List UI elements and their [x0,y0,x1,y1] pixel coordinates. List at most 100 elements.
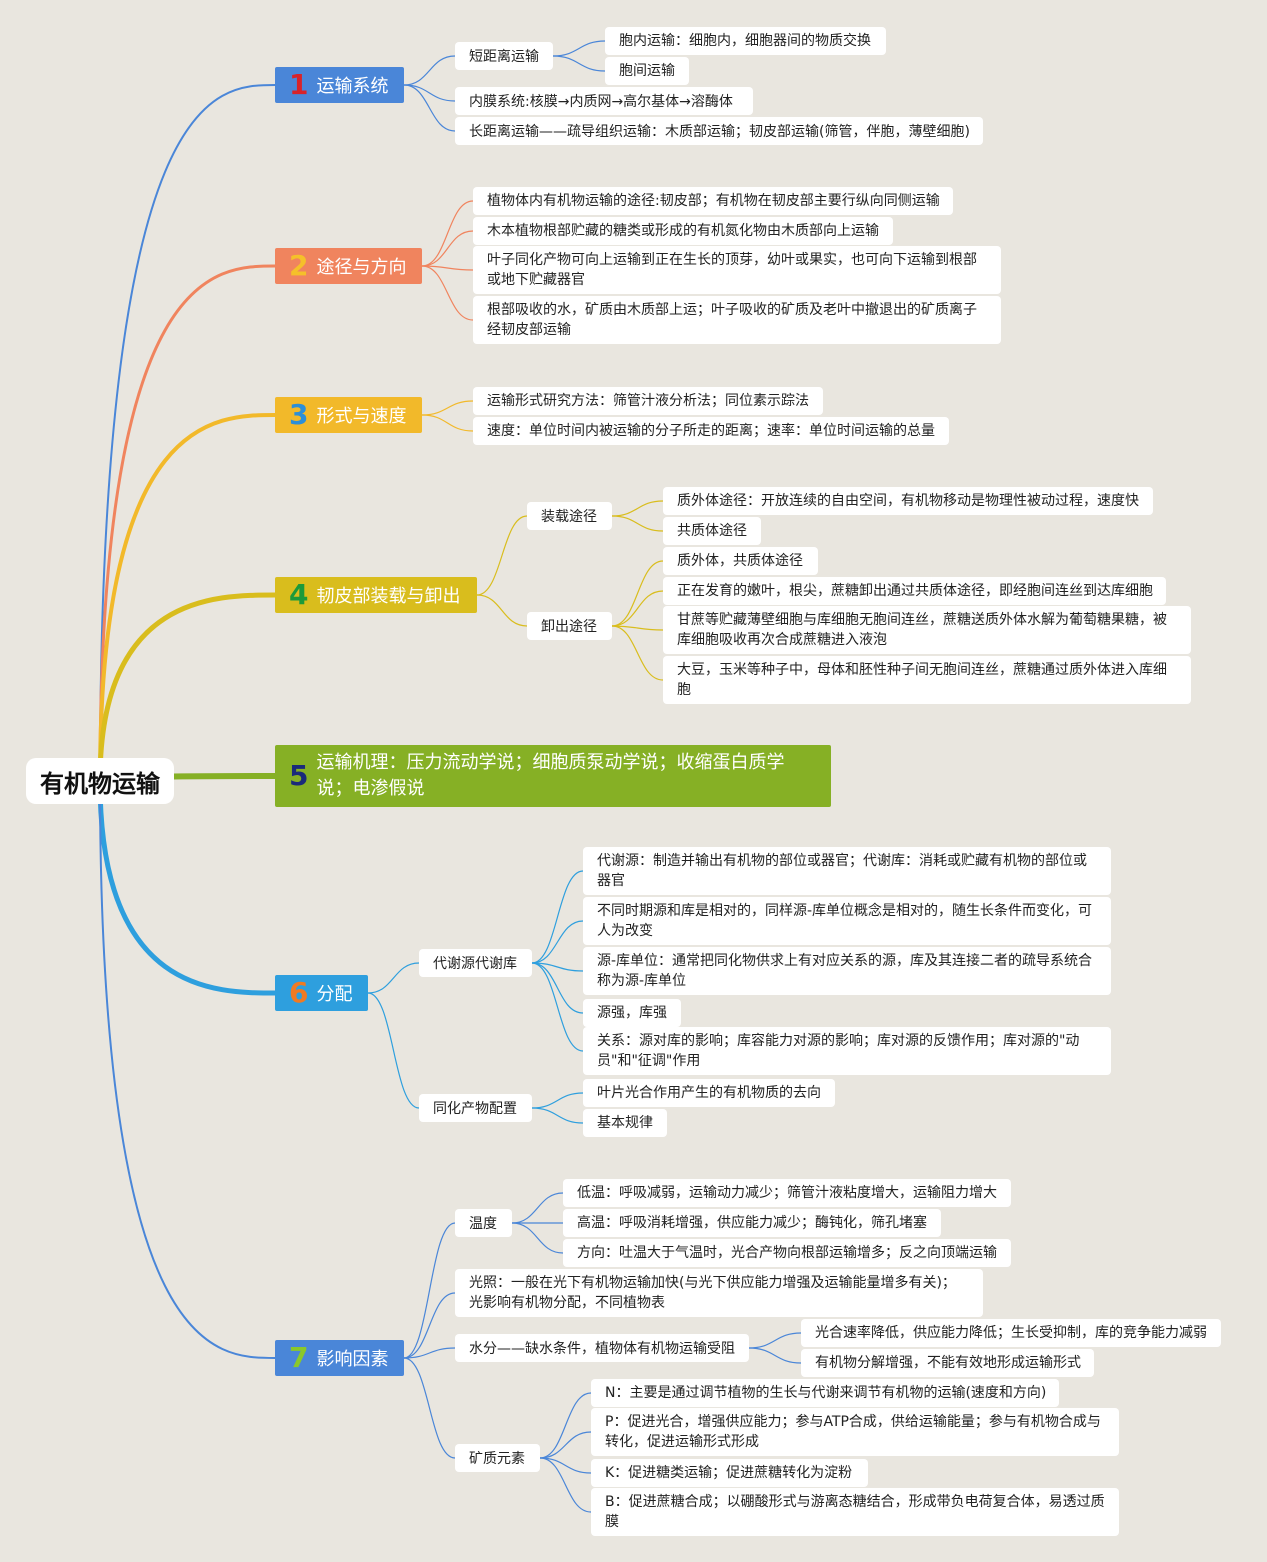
sub-long-distance[interactable]: 长距离运输——疏导组织运输：木质部运输；韧皮部运输(筛管，伴胞，薄壁细胞) [455,117,983,145]
leaf-item[interactable]: P：促进光合，增强供应能力；参与ATP合成，供给运输能量；参与有机物合成与转化，… [591,1408,1119,1456]
branch-number: 6 [289,976,309,1009]
branch-number: 1 [289,68,309,101]
connector-line [421,414,474,432]
connector-line [421,230,474,267]
connector-line [403,1357,456,1459]
root-connector [97,592,276,782]
connector-line [476,594,528,627]
leaf-item[interactable]: 质外体，共质体途径 [663,547,818,575]
connector-line [531,1107,584,1124]
branch-transport-system[interactable]: 1 运输系统 [275,67,404,103]
leaf-item[interactable]: 正在发育的嫩叶，根尖，蔗糖卸出通过共质体途径，即经胞间连丝到达库细胞 [663,577,1166,605]
leaf-item[interactable]: 低温：呼吸减弱，运输动力减少；筛管汁液粘度增大，运输阻力增大 [563,1179,1011,1207]
leaf-item[interactable]: 胞间运输 [605,57,689,85]
sub-water[interactable]: 水分——缺水条件，植物体有机物运输受阻 [455,1334,749,1362]
leaf-item[interactable]: 运输形式研究方法：筛管汁液分析法；同位素示踪法 [473,387,823,415]
connector-line [552,40,606,57]
sub-short-distance[interactable]: 短距离运输 [455,42,553,70]
connector-line [748,1332,802,1349]
branch-label: 分配 [316,984,353,1005]
connector-line [531,1092,584,1109]
sub-assimilate-allocation[interactable]: 同化产物配置 [419,1094,532,1122]
connector-line [403,84,456,132]
connector-line [403,55,456,86]
sub-loading-path[interactable]: 装载途径 [527,502,612,530]
sub-light[interactable]: 光照：一般在光下有机物运输加快(与光下供应能力增强及运输能量增多有关)；光影响有… [455,1269,983,1317]
connector-line [511,1192,564,1224]
connector-line [531,870,584,964]
sub-source-sink[interactable]: 代谢源代谢库 [419,949,532,977]
branch-label: 运输系统 [316,76,389,97]
connector-line [611,625,664,681]
leaf-item[interactable]: 方向：吐温大于气温时，光合产物向根部运输增多；反之向顶端运输 [563,1239,1011,1267]
branch-transport-mechanism[interactable]: 5 运输机理：压力流动学说；细胞质泵动学说；收缩蛋白质学说；电渗假说 [275,745,831,807]
branch-distribution[interactable]: 6 分配 [275,975,368,1011]
connector-line [367,992,420,1109]
connector-line [421,200,474,267]
root-connector [97,780,276,996]
leaf-item[interactable]: 甘蔗等贮藏薄壁细胞与库细胞无胞间连丝，蔗糖送质外体水解为葡萄糖果糖，被库细胞吸收… [663,606,1191,654]
connector-line [531,962,584,1052]
connector-line [421,265,474,271]
branch-phloem-loading[interactable]: 4 韧皮部装载与卸出 [275,577,477,613]
leaf-item[interactable]: 代谢源：制造并输出有机物的部位或器官；代谢库：消耗或贮藏有机物的部位或器官 [583,847,1111,895]
branch-label: 途径与方向 [316,257,407,278]
sub-endomembrane[interactable]: 内膜系统:核膜→内质网→高尔基体→溶酶体 [455,87,753,115]
branch-number: 3 [289,398,309,431]
leaf-item[interactable]: 基本规律 [583,1109,667,1137]
leaf-item[interactable]: 共质体途径 [663,517,761,545]
branch-number: 7 [289,1341,309,1374]
root-connector [98,264,276,782]
leaf-item[interactable]: 叶子同化产物可向上运输到正在生长的顶芽，幼叶或果实，也可向下运输到根部或地下贮藏… [473,246,1001,294]
connector-line [421,265,474,321]
sub-mineral-elements[interactable]: 矿质元素 [455,1444,540,1472]
connector-line [421,400,474,416]
leaf-item[interactable]: 源-库单位：通常把同化物供求上有对应关系的源，库及其连接二者的疏导系统合称为源-… [583,947,1111,995]
leaf-item[interactable]: 胞内运输：细胞内，细胞器间的物质交换 [605,27,886,55]
sub-temperature[interactable]: 温度 [455,1209,512,1237]
connector-line [539,1431,592,1459]
leaf-item[interactable]: B：促进蔗糖合成；以硼酸形式与游离态糖结合，形成带负电荷复合体，易透过质膜 [591,1488,1119,1536]
connector-line [531,962,584,972]
leaf-item[interactable]: N：主要是通过调节植物的生长与代谢来调节有机物的运输(速度和方向) [591,1379,1059,1407]
connector-line [367,962,420,994]
leaf-item[interactable]: 植物体内有机物运输的途径:韧皮部；有机物在韧皮部主要行纵向同侧运输 [473,187,953,215]
leaf-item[interactable]: K：促进糖类运输；促进蔗糖转化为淀粉 [591,1459,868,1487]
connector-line [611,625,664,631]
connector-line [539,1457,592,1513]
leaf-item[interactable]: 不同时期源和库是相对的，同样源-库单位概念是相对的，随生长条件而变化，可人为改变 [583,897,1111,945]
leaf-item[interactable]: 高温：呼吸消耗增强，供应能力减少；酶钝化，筛孔堵塞 [563,1209,941,1237]
branch-path-direction[interactable]: 2 途径与方向 [275,248,422,284]
leaf-item[interactable]: 光合速率降低，供应能力降低；生长受抑制，库的竞争能力减弱 [801,1319,1221,1347]
branch-label: 形式与速度 [316,406,407,427]
connector-line [539,1392,592,1459]
branch-number: 5 [289,759,309,792]
leaf-item[interactable]: 叶片光合作用产生的有机物质的去向 [583,1079,835,1107]
leaf-item[interactable]: 大豆，玉米等种子中，母体和胚性种子间无胞间连丝，蔗糖通过质外体进入库细胞 [663,656,1191,704]
branch-label: 影响因素 [316,1349,389,1370]
leaf-item[interactable]: 木本植物根部贮藏的糖类或形成的有机氮化物由木质部向上运输 [473,217,893,245]
root-connector [98,413,276,782]
connector-line [403,1347,456,1359]
connector-line [531,920,584,964]
connector-line [611,590,664,627]
connector-line [403,1292,456,1359]
branch-number: 4 [289,578,309,611]
leaf-item[interactable]: 速度：单位时间内被运输的分子所走的距离；速率：单位时间运输的总量 [473,417,949,445]
leaf-item[interactable]: 源强，库强 [583,999,681,1027]
root-topic[interactable]: 有机物运输 [26,758,174,804]
leaf-item[interactable]: 质外体途径：开放连续的自由空间，有机物移动是物理性被动过程，速度快 [663,487,1153,515]
connector-line [403,84,456,102]
branch-influencing-factors[interactable]: 7 影响因素 [275,1340,404,1376]
connector-line [611,500,664,517]
leaf-item[interactable]: 根部吸收的水，矿质由木质部上运；叶子吸收的矿质及老叶中撤退出的矿质离子经韧皮部运… [473,296,1001,344]
connector-line [748,1347,802,1364]
connector-line [611,560,664,627]
connector-line [511,1222,564,1254]
sub-unloading-path[interactable]: 卸出途径 [527,612,612,640]
branch-form-speed[interactable]: 3 形式与速度 [275,397,422,433]
leaf-item[interactable]: 关系：源对库的影响；库容能力对源的影响；库对源的反馈作用；库对源的"动员"和"征… [583,1027,1111,1075]
connector-line [403,1222,456,1359]
leaf-item[interactable]: 有机物分解增强，不能有效地形成运输形式 [801,1349,1094,1377]
branch-number: 2 [289,249,309,282]
